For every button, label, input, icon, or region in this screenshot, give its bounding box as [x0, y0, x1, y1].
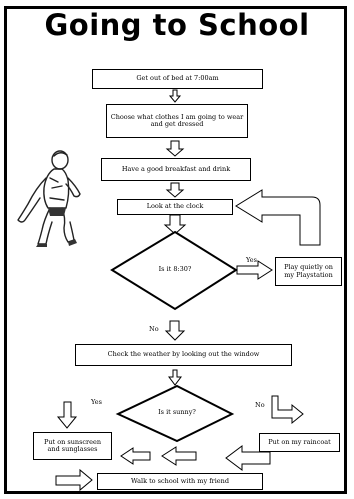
label-time-no: No — [149, 325, 159, 333]
step-get-out-of-bed: Get out of bed at 7:00am — [92, 69, 263, 89]
arrow-no-down — [271, 395, 304, 425]
step-walk-to-school: Walk to school with my friend — [97, 473, 263, 490]
label-sunny-yes: Yes — [91, 398, 102, 406]
decision-diamond-sunny — [115, 384, 235, 443]
label-time-yes: Yes — [246, 256, 257, 264]
decision-diamond-time — [110, 230, 238, 311]
page-title: Going to School — [44, 8, 310, 42]
arrow-sunscreen-walk — [55, 468, 93, 492]
arrow-center-left — [161, 446, 197, 466]
arrow-raincoat-left — [225, 445, 271, 471]
arrow-down-no — [164, 320, 186, 341]
page-border — [4, 6, 347, 494]
step-play-playstation: Play quietly on my Playstation — [275, 257, 342, 286]
arrow-down-1 — [168, 89, 182, 103]
arrow-down-3 — [165, 182, 185, 198]
arrow-down-4 — [163, 214, 187, 235]
arrow-left-sunscreen — [120, 447, 151, 465]
child-figure-illustration — [17, 150, 81, 247]
arrow-loop-back — [235, 189, 321, 246]
arrow-down-2 — [165, 140, 185, 157]
arrow-down-5 — [168, 369, 182, 386]
arrow-yes-down — [56, 401, 78, 429]
step-raincoat: Put on my raincoat — [259, 433, 340, 452]
step-check-weather: Check the weather by looking out the win… — [75, 344, 292, 366]
label-sunny-no: No — [255, 401, 265, 409]
step-sunscreen: Put on sunscreen and sunglasses — [33, 432, 112, 460]
arrow-right-yes — [236, 260, 273, 280]
decision-sunny-text: Is it sunny? — [158, 408, 196, 417]
step-choose-clothes: Choose what clothes I am going to wear a… — [106, 104, 248, 138]
step-look-at-clock: Look at the clock — [117, 199, 233, 215]
step-have-breakfast: Have a good breakfast and drink — [101, 158, 251, 181]
decision-time-text: Is it 8:30? — [158, 265, 192, 274]
